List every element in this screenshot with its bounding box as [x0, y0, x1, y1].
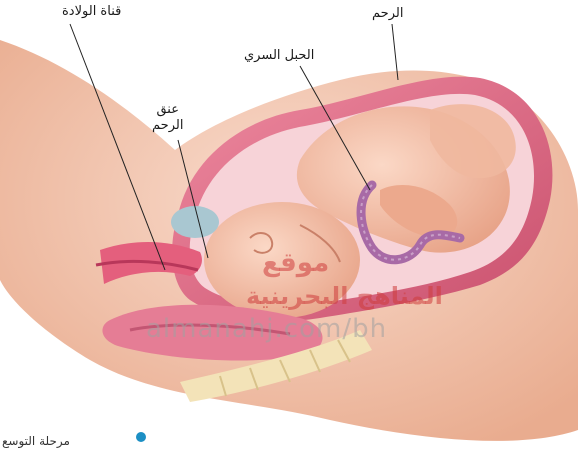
caption: مرحلة التوسع [2, 433, 70, 449]
bullet-icon [136, 432, 146, 442]
label-umbilical-cord: الحبل السري [244, 48, 314, 64]
bladder [171, 206, 219, 238]
label-cervix: عنق الرحم [152, 102, 183, 134]
label-uterus: الرحم [372, 6, 403, 22]
label-cervix-line2: الرحم [152, 118, 183, 134]
label-birth-canal: قناة الولادة [62, 4, 121, 20]
baby-head [204, 202, 360, 318]
label-cervix-line1: عنق [152, 102, 183, 118]
